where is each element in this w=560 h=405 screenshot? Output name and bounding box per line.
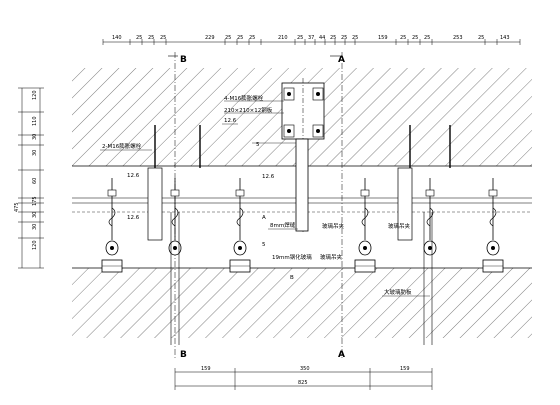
note-dim-label-b: B bbox=[290, 275, 294, 281]
dim-top-4: 25 bbox=[160, 35, 166, 41]
bottom-dimension-ticks bbox=[174, 368, 433, 390]
dim-left-8: 30 bbox=[32, 212, 38, 218]
glass-fins bbox=[170, 212, 433, 345]
note-glass-fin: 大玻璃肋板 bbox=[384, 288, 412, 296]
top-dimension-ticks bbox=[102, 39, 521, 45]
top-dimension-labels: 140 25 25 25 229 25 25 25 210 25 37 44 2… bbox=[112, 35, 510, 41]
dim-top-22: 143 bbox=[500, 35, 510, 41]
section-marker-bottom-b: B bbox=[180, 350, 187, 360]
note-glass-hanger-3: 玻璃吊夹 bbox=[320, 253, 343, 261]
dim-top-10: 25 bbox=[297, 35, 303, 41]
hanger-unit bbox=[358, 178, 372, 256]
note-plate-t4: 12.6 bbox=[127, 215, 140, 221]
dim-bottom-1: 159 bbox=[201, 366, 211, 372]
dim-top-20: 253 bbox=[453, 35, 463, 41]
dim-bottom-2: 350 bbox=[300, 366, 310, 372]
dim-top-12: 44 bbox=[319, 35, 325, 41]
dim-top-1: 140 bbox=[112, 35, 122, 41]
hanger-unit bbox=[168, 178, 182, 256]
dim-left-5: 60 bbox=[32, 178, 38, 184]
note-plate-t2: 12.6 bbox=[127, 173, 140, 179]
dim-left-3: 30 bbox=[32, 134, 38, 140]
dim-left-10: 120 bbox=[32, 240, 38, 250]
section-marker-bottom-a: A bbox=[338, 350, 345, 360]
dim-top-15: 25 bbox=[352, 35, 358, 41]
hanger-unit bbox=[233, 178, 247, 256]
dim-top-16: 159 bbox=[378, 35, 388, 41]
dim-left-7: 475 bbox=[14, 202, 20, 212]
note-steel-plate: 210×210×12钢板 bbox=[224, 106, 273, 114]
dim-top-2: 25 bbox=[136, 35, 142, 41]
dim-top-11: 37 bbox=[308, 35, 314, 41]
section-marker-top-a: A bbox=[338, 55, 345, 65]
note-weld: 8mm焊缝 bbox=[270, 221, 296, 229]
dim-top-17: 25 bbox=[400, 35, 406, 41]
dim-top-5: 229 bbox=[205, 35, 215, 41]
dim-top-3: 25 bbox=[148, 35, 154, 41]
dim-left-2: 110 bbox=[32, 116, 38, 126]
note-anchor-bolts-4: 4-M16膨胀螺栓 bbox=[224, 94, 264, 102]
note-plate-t3: 12.6 bbox=[262, 174, 275, 180]
dim-bottom-3: 159 bbox=[400, 366, 410, 372]
left-dimension-ticks bbox=[18, 87, 44, 269]
dim-left-4: 30 bbox=[32, 150, 38, 156]
dim-top-9: 210 bbox=[278, 35, 288, 41]
dim-top-14: 25 bbox=[341, 35, 347, 41]
note-weld-ref: 5 bbox=[262, 242, 266, 248]
note-anchor-bolts-2: 2-M16膨胀螺栓 bbox=[102, 142, 142, 150]
left-dimension-labels: 120 110 30 30 60 175 475 30 30 120 bbox=[14, 90, 38, 250]
note-glass-hanger-2: 玻璃吊夹 bbox=[388, 222, 411, 230]
note-dim-label-a: A bbox=[262, 215, 266, 221]
floor-slab bbox=[72, 268, 532, 338]
dim-left-1: 120 bbox=[32, 90, 38, 100]
dim-top-8: 25 bbox=[249, 35, 255, 41]
hanger-unit bbox=[105, 178, 119, 256]
floor-support-blocks bbox=[101, 259, 504, 273]
anchor-plate-assembly bbox=[281, 78, 325, 232]
annotations: 4-M16膨胀螺栓 210×210×12钢板 12.6 5 2-M16膨胀螺栓 … bbox=[100, 94, 430, 297]
dim-left-9: 30 bbox=[32, 224, 38, 230]
hanger-unit bbox=[423, 178, 437, 256]
dim-left-6: 175 bbox=[32, 196, 38, 206]
glass-hanger-units bbox=[105, 125, 500, 256]
section-marker-top-b: B bbox=[180, 55, 187, 65]
dim-top-7: 25 bbox=[237, 35, 243, 41]
dim-bottom-total: 825 bbox=[298, 380, 308, 386]
dim-top-19: 25 bbox=[424, 35, 430, 41]
dim-top-18: 25 bbox=[412, 35, 418, 41]
hanger-unit bbox=[486, 178, 500, 256]
dim-top-21: 25 bbox=[478, 35, 484, 41]
note-glass: 19mm钢化玻璃 bbox=[272, 253, 312, 261]
vertical-post bbox=[295, 138, 309, 232]
note-angle-ref: 5 bbox=[256, 142, 260, 148]
dim-top-6: 25 bbox=[225, 35, 231, 41]
note-plate-t1: 12.6 bbox=[224, 118, 237, 124]
note-glass-hanger-1: 玻璃吊夹 bbox=[322, 222, 345, 230]
dim-top-13: 25 bbox=[330, 35, 336, 41]
